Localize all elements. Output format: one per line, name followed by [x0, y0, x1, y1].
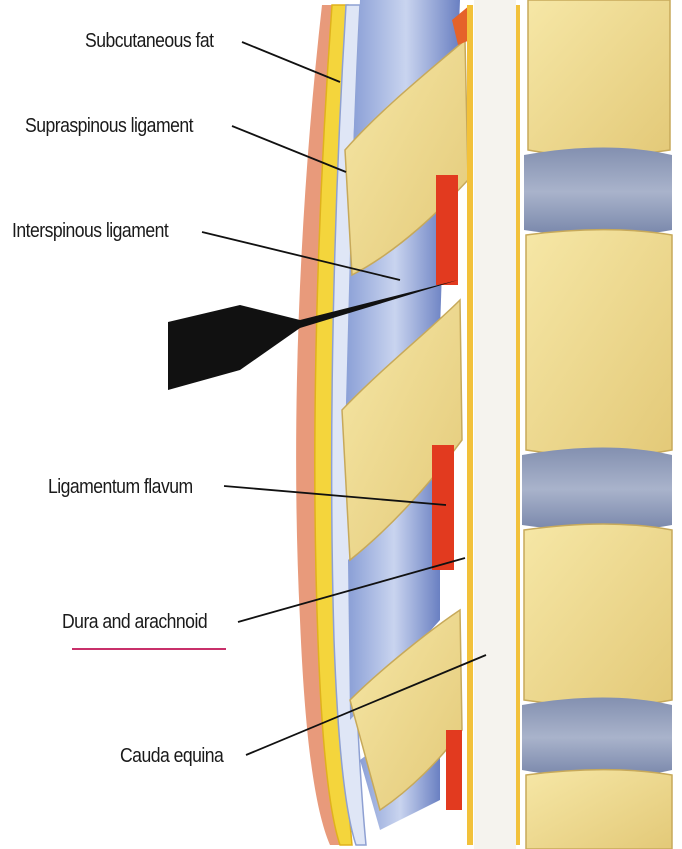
ligamentum-flavum-1: [436, 175, 458, 285]
dura-underline: [72, 648, 226, 650]
label-dura-arachnoid: Dura and arachnoid: [62, 611, 207, 634]
intervertebral-disc-1: [524, 148, 672, 237]
vertebral-body-3: [524, 524, 672, 706]
vertebral-body-4: [526, 770, 672, 849]
label-interspinous-ligament: Interspinous ligament: [12, 220, 168, 243]
label-subcutaneous-fat: Subcutaneous fat: [85, 30, 214, 53]
vertebral-body-2: [526, 230, 672, 456]
cauda-equina-space: [474, 0, 516, 849]
vertebral-body-1: [528, 0, 670, 156]
label-ligamentum-flavum: Ligamentum flavum: [48, 476, 193, 499]
label-cauda-equina: Cauda equina: [120, 745, 223, 768]
ligamentum-flavum-2: [432, 445, 454, 570]
intervertebral-disc-2: [522, 448, 672, 532]
ligamentum-flavum-3: [446, 730, 462, 810]
label-supraspinous-ligament: Supraspinous ligament: [25, 115, 193, 138]
intervertebral-disc-3: [522, 698, 672, 778]
